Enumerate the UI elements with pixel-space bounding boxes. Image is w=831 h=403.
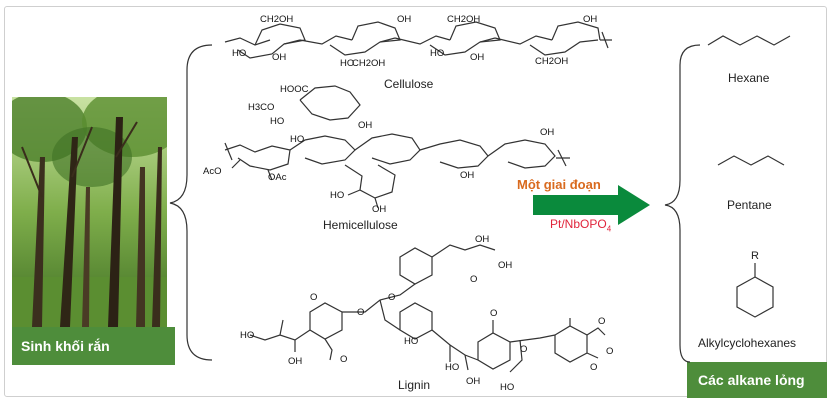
svg-text:HO: HO bbox=[445, 362, 459, 373]
svg-text:CH2OH: CH2OH bbox=[535, 56, 568, 67]
cellulose-structure bbox=[224, 21, 612, 59]
svg-text:CH2OH: CH2OH bbox=[260, 14, 293, 25]
svg-text:OH: OH bbox=[540, 127, 554, 138]
substituent-r-label: R bbox=[751, 250, 759, 262]
svg-text:O: O bbox=[590, 362, 597, 373]
svg-text:OH: OH bbox=[272, 52, 286, 63]
svg-text:HO: HO bbox=[270, 116, 284, 127]
svg-text:CH2OH: CH2OH bbox=[352, 58, 385, 69]
left-brace bbox=[169, 44, 213, 361]
svg-text:O: O bbox=[520, 344, 527, 355]
svg-text:O: O bbox=[490, 308, 497, 319]
svg-text:O: O bbox=[470, 274, 477, 285]
svg-text:O: O bbox=[388, 292, 395, 303]
svg-text:O: O bbox=[310, 292, 317, 303]
svg-text:OH: OH bbox=[397, 14, 411, 25]
hemicellulose-structure bbox=[224, 85, 570, 209]
svg-text:HOOC: HOOC bbox=[280, 84, 309, 95]
alkylcyclohexane-structure bbox=[736, 276, 774, 318]
hemicellulose-label: Hemicellulose bbox=[323, 218, 398, 232]
svg-text:HO: HO bbox=[430, 48, 444, 59]
figure-frame bbox=[4, 6, 827, 397]
svg-text:O: O bbox=[598, 316, 605, 327]
one-step-label: Một giai đoạn bbox=[517, 177, 601, 192]
solid-biomass-label: Sinh khối rắn bbox=[12, 327, 175, 365]
pentane-structure bbox=[717, 155, 785, 166]
catalyst-label: Pt/NbOPO4 bbox=[550, 217, 612, 234]
svg-text:HO: HO bbox=[404, 336, 418, 347]
reaction-arrow bbox=[533, 185, 650, 225]
svg-text:OH: OH bbox=[358, 120, 372, 131]
svg-text:OH: OH bbox=[498, 260, 512, 271]
svg-text:OAc: OAc bbox=[268, 172, 287, 183]
hexane-label: Hexane bbox=[728, 71, 770, 85]
svg-text:OH: OH bbox=[460, 170, 474, 181]
svg-text:HO: HO bbox=[290, 134, 304, 145]
right-brace bbox=[664, 44, 701, 363]
hexane-structure bbox=[707, 35, 791, 46]
svg-text:HO: HO bbox=[330, 190, 344, 201]
svg-text:H3CO: H3CO bbox=[248, 102, 274, 113]
svg-text:CH2OH: CH2OH bbox=[447, 14, 480, 25]
svg-text:O: O bbox=[357, 307, 364, 318]
pentane-label: Pentane bbox=[727, 198, 772, 212]
svg-text:HO: HO bbox=[500, 382, 514, 393]
cellulose-label: Cellulose bbox=[384, 77, 434, 91]
svg-text:HO: HO bbox=[340, 58, 354, 69]
alkylcyclohexanes-label: Alkylcyclohexanes bbox=[698, 336, 797, 350]
lignin-label: Lignin bbox=[398, 378, 431, 392]
svg-text:OH: OH bbox=[470, 52, 484, 63]
forest-photo bbox=[12, 97, 167, 327]
svg-text:OH: OH bbox=[583, 14, 597, 25]
svg-text:OH: OH bbox=[372, 204, 386, 215]
svg-text:O: O bbox=[606, 346, 613, 357]
svg-text:HO: HO bbox=[232, 48, 246, 59]
svg-text:HO: HO bbox=[240, 330, 254, 341]
svg-text:OH: OH bbox=[466, 376, 480, 387]
svg-text:AcO: AcO bbox=[203, 166, 221, 177]
liquid-alkanes-label: Các alkane lỏng bbox=[687, 362, 827, 398]
svg-text:OH: OH bbox=[288, 356, 302, 367]
svg-text:OH: OH bbox=[475, 234, 489, 245]
svg-text:O: O bbox=[340, 354, 347, 365]
lignin-structure bbox=[249, 244, 606, 373]
